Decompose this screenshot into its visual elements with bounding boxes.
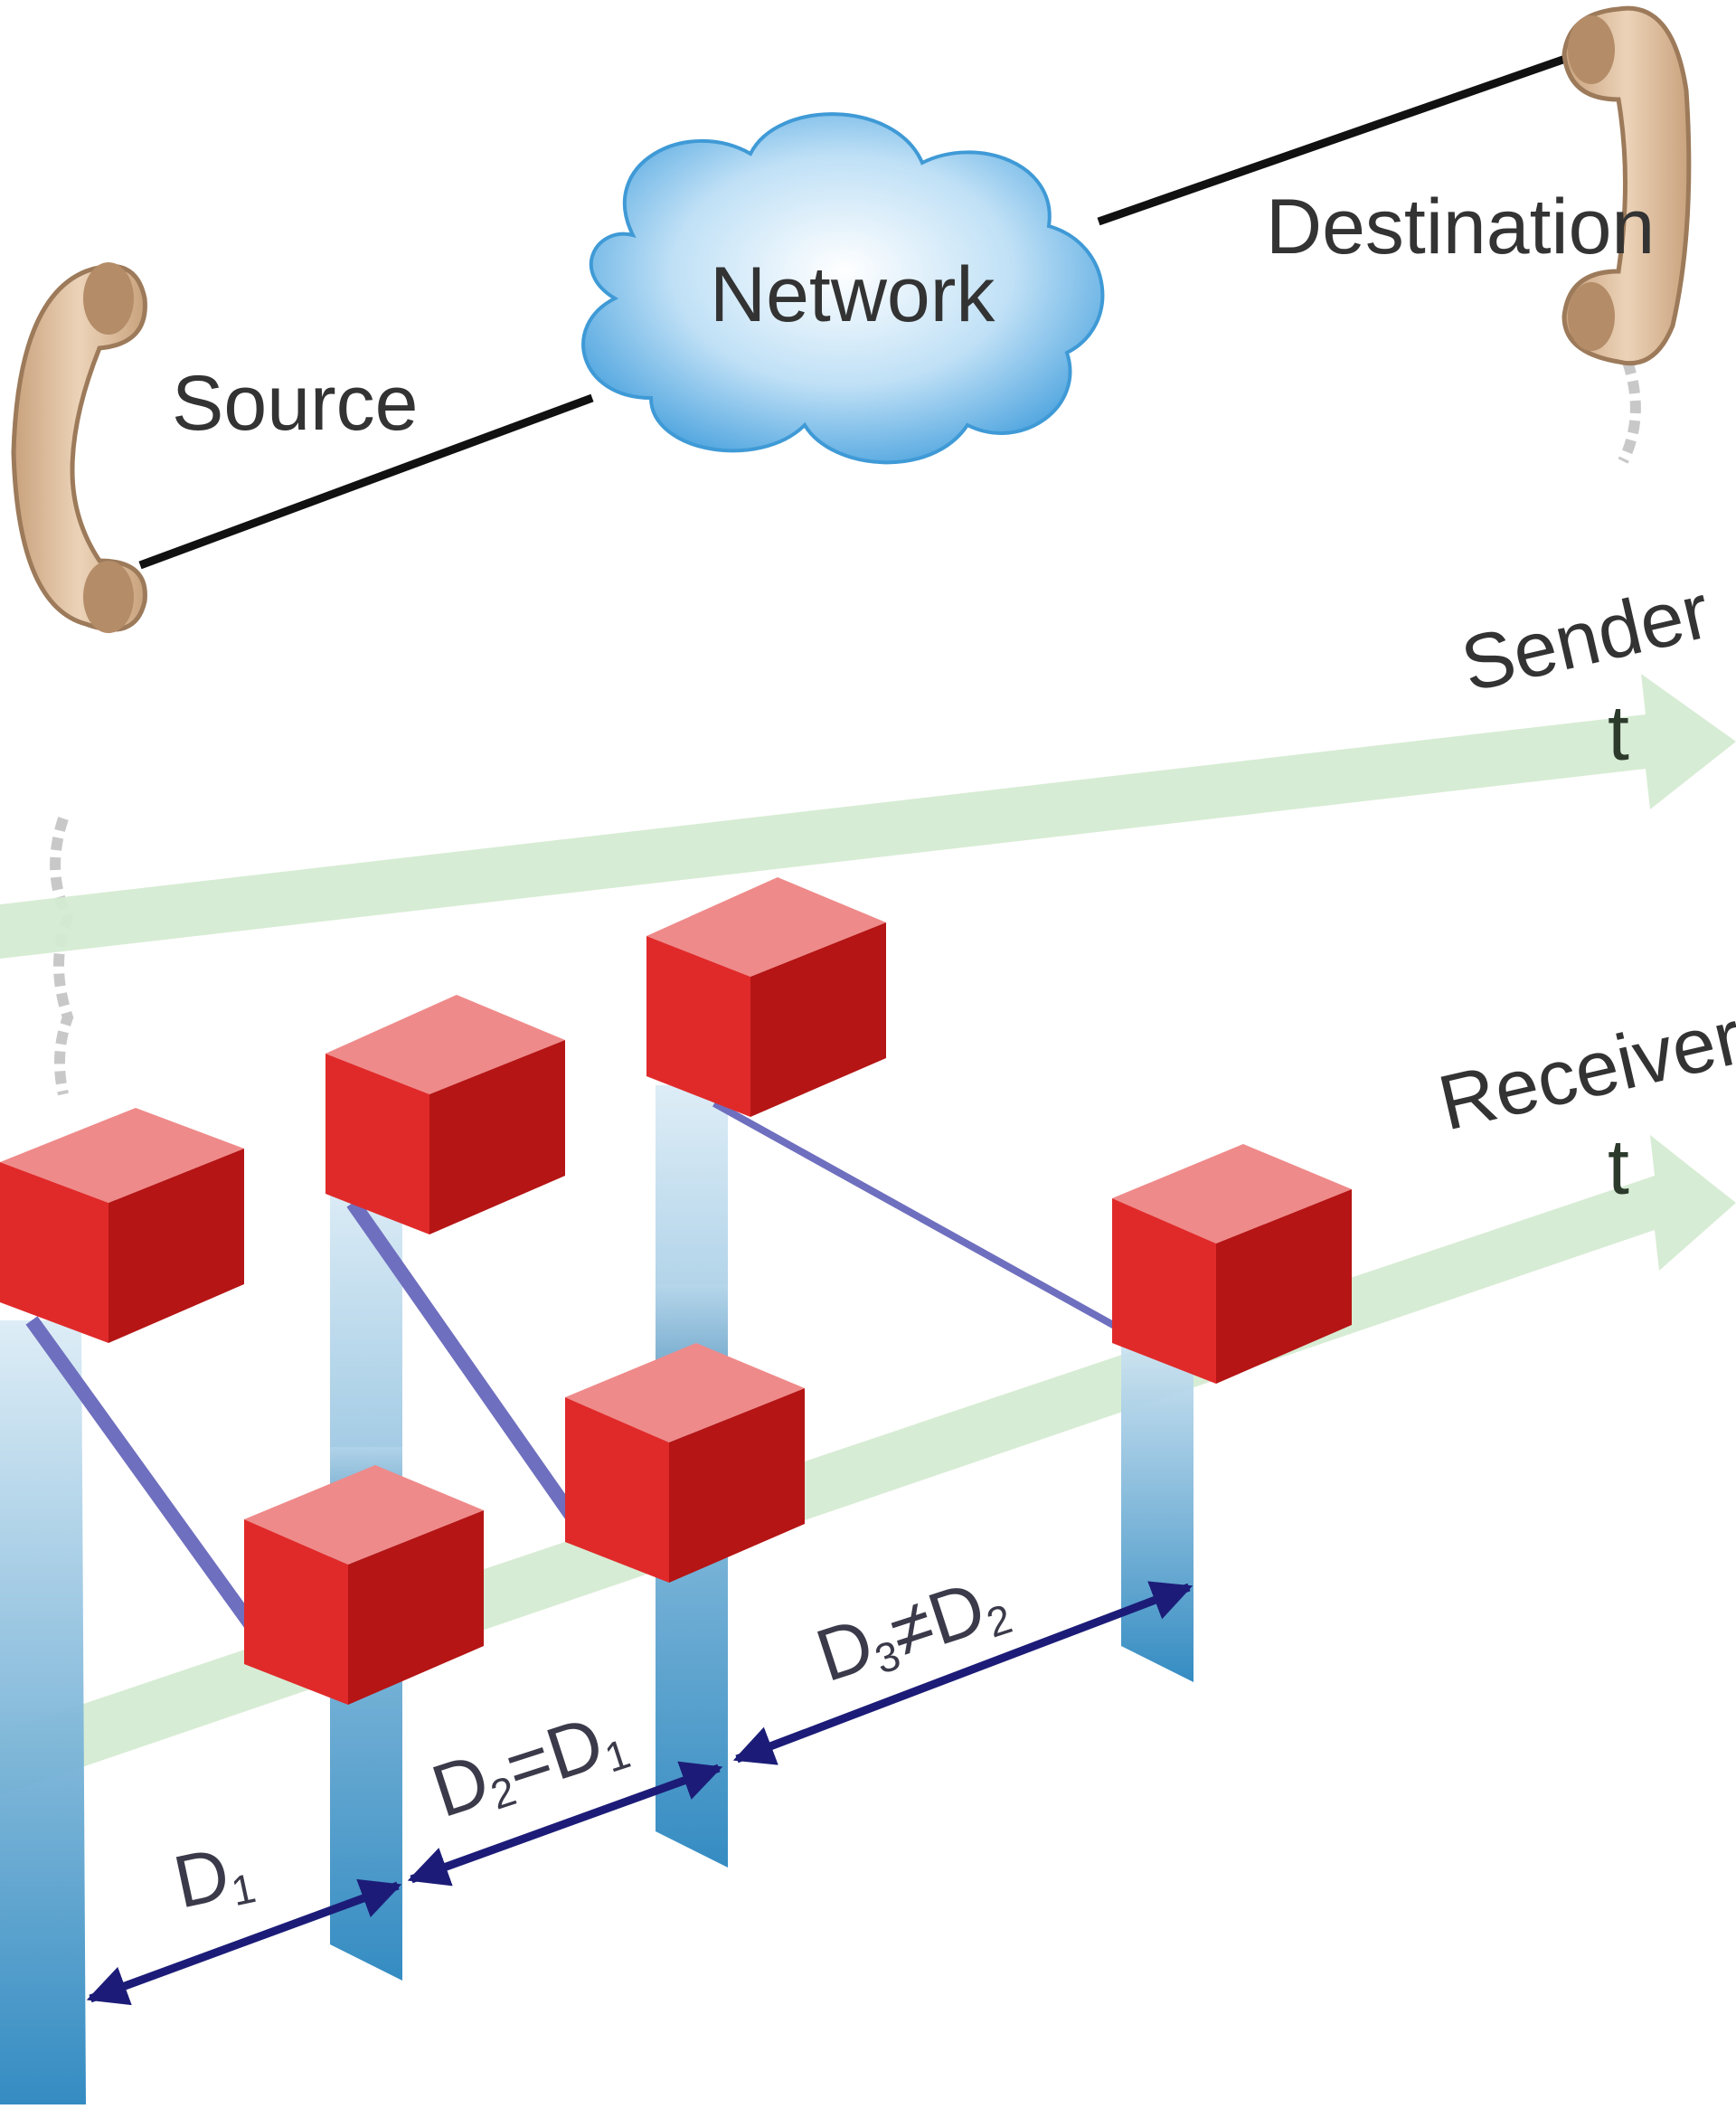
receiver-packet-3	[1112, 1144, 1352, 1384]
source-label: Source	[172, 360, 419, 447]
delay-label-d3: D3≠D2	[807, 1559, 1017, 1699]
destination-link	[1097, 45, 1593, 226]
source-phone-icon	[11, 262, 147, 1096]
network-label: Network	[710, 251, 995, 338]
projection-bar-1	[0, 1320, 86, 2104]
source-link	[138, 393, 594, 570]
sender-label: Sender	[1454, 568, 1718, 709]
receiver-time-symbol: t	[1608, 1124, 1629, 1211]
sender-packets	[0, 877, 886, 1343]
sender-timeline	[0, 674, 1736, 959]
network-cloud-icon	[581, 112, 1105, 465]
receiver-timeline-arrow	[0, 1135, 1736, 1795]
receiver-timeline	[0, 1135, 1736, 1795]
receiver-packets	[244, 1144, 1352, 1705]
delay-arrow-d1	[86, 1878, 402, 2006]
receiver-packet-1	[244, 1465, 484, 1705]
delay-arrow-d3	[732, 1581, 1194, 1765]
sender-packet-2	[326, 995, 565, 1234]
sender-time-symbol: t	[1608, 690, 1629, 777]
packet-path-2	[346, 1198, 580, 1524]
packet-paths	[25, 1100, 1123, 1632]
delay-label-d1: D1	[167, 1828, 259, 1926]
destination-label: Destination	[1266, 184, 1655, 270]
packet-path-3	[712, 1100, 1123, 1333]
delay-arrows	[86, 1581, 1194, 2006]
sender-packet-1	[0, 1108, 244, 1343]
receiver-packet-2	[565, 1343, 805, 1583]
packet-path-1	[25, 1316, 259, 1632]
sender-timeline-arrow	[0, 674, 1736, 959]
delay-arrow-d2	[407, 1761, 723, 1887]
destination-phone-icon	[1561, 5, 1692, 464]
connection-lines	[138, 45, 1593, 570]
sender-packet-3	[646, 877, 886, 1117]
receiver-label: Receiver	[1431, 994, 1736, 1148]
